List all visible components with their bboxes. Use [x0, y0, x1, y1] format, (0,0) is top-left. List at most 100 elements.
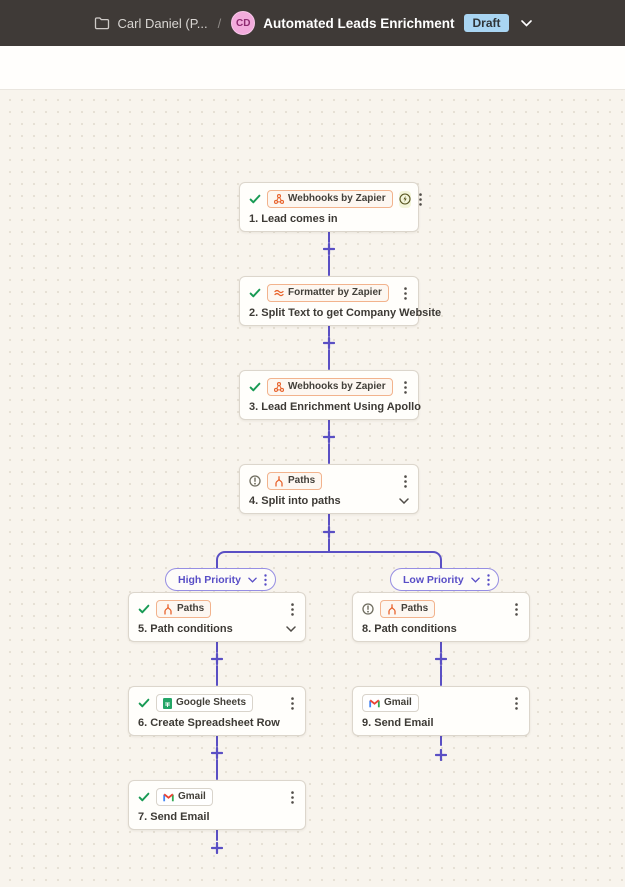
branch-pill-low-priority[interactable]: Low Priority — [390, 568, 499, 591]
kebab-menu-icon[interactable] — [264, 573, 267, 586]
workflow-step-9[interactable]: Gmail 9. Send Email — [352, 686, 530, 736]
app-pill-label: Paths — [288, 475, 316, 486]
plus-icon[interactable] — [323, 526, 335, 538]
folder-name[interactable]: Carl Daniel (P... — [117, 15, 208, 31]
connector-line — [216, 759, 218, 780]
connector-line — [440, 665, 442, 686]
workflow-step-8[interactable]: Paths 8. Path conditions — [352, 592, 530, 642]
connector-line — [328, 443, 330, 464]
app-pill-label: Google Sheets — [176, 697, 247, 708]
gmail-icon — [369, 699, 380, 708]
step-title: 5. Path conditions — [138, 623, 233, 635]
plus-icon[interactable] — [323, 431, 335, 443]
connector-line — [216, 665, 218, 686]
gmail-icon — [163, 793, 174, 802]
app-pill-label: Webhooks by Zapier — [288, 381, 386, 392]
chevron-down-icon[interactable] — [286, 626, 296, 632]
connector-line — [216, 635, 218, 653]
toolbar-strip — [0, 46, 625, 90]
workflow-step-4[interactable]: Paths 4. Split into paths — [239, 464, 419, 514]
chevron-down-icon[interactable] — [520, 19, 532, 27]
plus-icon[interactable] — [435, 653, 447, 665]
avatar[interactable]: CD — [231, 11, 256, 35]
app-pill-webhooks[interactable]: Webhooks by Zapier — [267, 190, 393, 208]
app-pill-paths[interactable]: Paths — [156, 600, 212, 618]
connector-line — [328, 508, 330, 526]
workflow-step-1[interactable]: Webhooks by Zapier 1. Lead comes in — [239, 182, 422, 232]
kebab-menu-icon[interactable] — [513, 602, 520, 616]
kebab-menu-icon[interactable] — [289, 602, 296, 616]
kebab-menu-icon[interactable] — [402, 474, 409, 488]
zap-title[interactable]: Automated Leads Enrichment — [263, 15, 455, 31]
app-pill-label: Webhooks by Zapier — [288, 193, 386, 204]
branch-split-connector — [216, 551, 442, 568]
step-title: 1. Lead comes in — [249, 213, 338, 225]
plus-icon[interactable] — [211, 653, 223, 665]
app-pill-paths[interactable]: Paths — [380, 600, 436, 618]
workflow-step-7[interactable]: Gmail 7. Send Email — [128, 780, 306, 830]
plus-icon[interactable] — [211, 747, 223, 759]
workflow-step-6[interactable]: Google Sheets 6. Create Spreadsheet Row — [128, 686, 306, 736]
plus-icon[interactable] — [323, 337, 335, 349]
breadcrumb: Carl Daniel (P... / CD Automated Leads E… — [94, 11, 532, 35]
app-pill-paths[interactable]: Paths — [267, 472, 323, 490]
kebab-menu-icon[interactable] — [289, 696, 296, 710]
webhooks-icon — [274, 194, 284, 204]
step-title: 3. Lead Enrichment Using Apollo — [249, 401, 421, 413]
connector-line — [440, 635, 442, 653]
kebab-menu-icon[interactable] — [402, 380, 409, 394]
connector-line — [328, 349, 330, 370]
connector-line — [328, 414, 330, 431]
connector-line — [328, 255, 330, 276]
connector-line — [216, 823, 218, 841]
app-pill-gmail[interactable]: Gmail — [362, 694, 419, 712]
check-icon — [249, 287, 261, 299]
plus-icon[interactable] — [211, 842, 223, 854]
plus-icon[interactable] — [323, 243, 335, 255]
check-icon — [138, 791, 150, 803]
check-icon — [138, 697, 150, 709]
instant-trigger-icon[interactable] — [398, 190, 411, 208]
kebab-menu-icon[interactable] — [486, 573, 490, 586]
workflow-step-5[interactable]: Paths 5. Path conditions — [128, 592, 306, 642]
webhooks-icon — [274, 382, 284, 392]
paths-icon — [387, 603, 397, 615]
step-title: 2. Split Text to get Company Website — [249, 307, 442, 319]
app-pill-webhooks[interactable]: Webhooks by Zapier — [267, 378, 393, 396]
connector-line — [440, 729, 442, 746]
formatter-icon — [274, 288, 284, 298]
chevron-down-icon[interactable] — [470, 577, 480, 583]
app-pill-label: Gmail — [178, 791, 206, 802]
app-pill-label: Paths — [401, 603, 429, 614]
app-pill-google-sheets[interactable]: Google Sheets — [156, 694, 254, 712]
step-title: 6. Create Spreadsheet Row — [138, 717, 280, 729]
check-icon — [249, 381, 261, 393]
workflow-step-2[interactable]: Formatter by Zapier 2. Split Text to get… — [239, 276, 441, 326]
plus-icon[interactable] — [435, 749, 447, 761]
connector-line — [328, 226, 330, 243]
check-icon — [138, 603, 150, 615]
connector-line — [216, 729, 218, 747]
app-pill-label: Formatter by Zapier — [288, 287, 382, 298]
top-bar: Carl Daniel (P... / CD Automated Leads E… — [0, 0, 625, 46]
workflow-canvas[interactable]: Webhooks by Zapier 1. Lead comes in Form… — [0, 90, 625, 887]
breadcrumb-separator: / — [217, 15, 222, 31]
branch-pill-high-priority[interactable]: High Priority — [165, 568, 277, 591]
app-pill-formatter[interactable]: Formatter by Zapier — [267, 284, 389, 302]
connector-line — [328, 538, 330, 552]
app-pill-gmail[interactable]: Gmail — [156, 788, 213, 806]
workflow-step-3[interactable]: Webhooks by Zapier 3. Lead Enrichment Us… — [239, 370, 421, 420]
chevron-down-icon[interactable] — [248, 577, 257, 583]
paths-icon — [163, 603, 173, 615]
step-title: 7. Send Email — [138, 811, 210, 823]
kebab-menu-icon[interactable] — [417, 192, 424, 206]
chevron-down-icon[interactable] — [399, 498, 409, 504]
kebab-menu-icon[interactable] — [513, 696, 520, 710]
alert-circle-icon — [249, 475, 261, 487]
kebab-menu-icon[interactable] — [289, 790, 296, 804]
folder-icon[interactable] — [94, 16, 110, 30]
google-sheets-icon — [163, 697, 172, 709]
step-title: 9. Send Email — [362, 717, 434, 729]
kebab-menu-icon[interactable] — [402, 286, 409, 300]
step-title: 4. Split into paths — [249, 495, 341, 507]
